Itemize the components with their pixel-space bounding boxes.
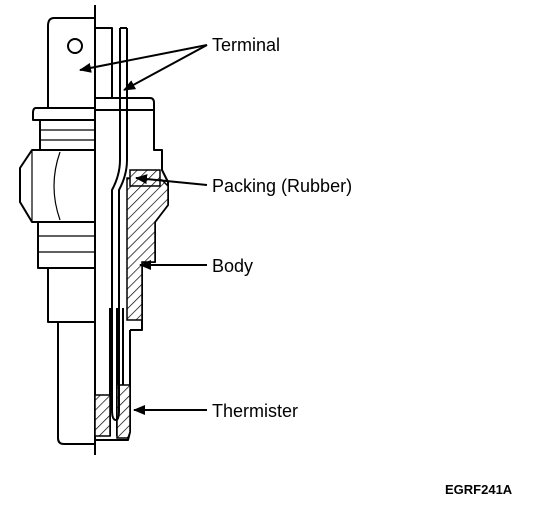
- thermister-element: [94, 394, 111, 437]
- section-half: [94, 27, 169, 441]
- label-packing: Packing (Rubber): [212, 176, 352, 196]
- label-terminal: Terminal: [212, 35, 280, 55]
- label-thermister: Thermister: [212, 401, 298, 421]
- body-section: [126, 177, 169, 321]
- callout-leaders: [79, 44, 208, 415]
- lead-wire: [111, 28, 121, 410]
- label-body: Body: [212, 256, 253, 276]
- exterior-half: [19, 17, 95, 445]
- figure-code: EGRF241A: [445, 482, 513, 497]
